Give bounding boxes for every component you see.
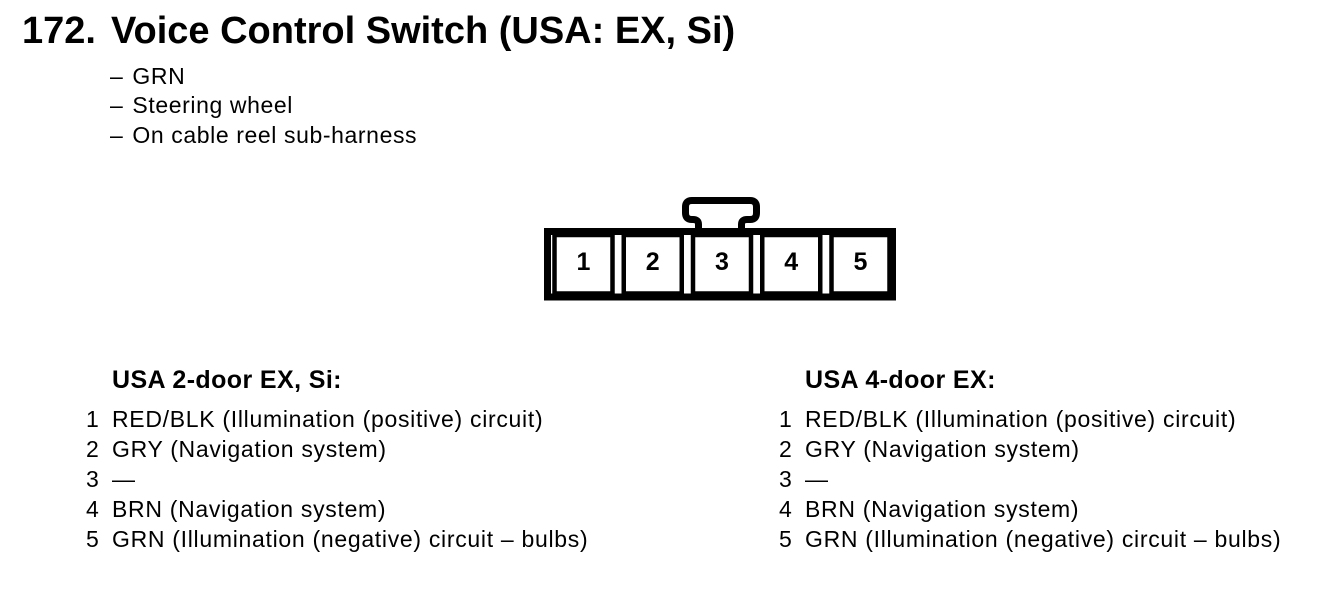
note-text: Steering wheel (132, 92, 293, 119)
note-text: GRN (132, 63, 186, 89)
pin-description: RED/BLK (Illumination (positive) circuit… (805, 406, 1237, 432)
pin-number: 4 (779, 496, 793, 522)
pin-table-usa-2door: USA 2-door EX, Si: 1 RED/BLK (Illuminati… (86, 366, 706, 554)
pin-row: 2 GRY (Navigation system) (779, 434, 1328, 464)
pin-number: 1 (86, 406, 100, 432)
page-number: 172. (22, 10, 96, 52)
pin-row: 1 RED/BLK (Illumination (positive) circu… (779, 404, 1328, 434)
page-title: Voice Control Switch (USA: EX, Si) (110, 10, 736, 52)
connector-cavity-number: 5 (854, 248, 868, 276)
pin-description: GRN (Illumination (negative) circuit – b… (805, 526, 1282, 552)
pin-table-heading: USA 2-door EX, Si: (112, 366, 342, 394)
connector-cavity-3 (690, 232, 754, 296)
pin-row: 3 — (779, 464, 1328, 494)
connector-cavity-5 (829, 232, 892, 296)
note-dash: – (110, 63, 124, 89)
pin-rows: 1 RED/BLK (Illumination (positive) circu… (86, 404, 706, 554)
pin-row: 4 BRN (Navigation system) (86, 494, 706, 524)
pin-number: 4 (86, 496, 100, 522)
pin-description: GRY (Navigation system) (112, 436, 387, 462)
connector-cavity-number: 4 (784, 248, 798, 276)
note-text: On cable reel sub-harness (132, 121, 418, 148)
note-line: – On cable reel sub-harness (110, 121, 417, 150)
pin-description: RED/BLK (Illumination (positive) circuit… (112, 406, 544, 432)
pin-row: 5 GRN (Illumination (negative) circuit –… (779, 524, 1328, 554)
pin-number: 2 (779, 436, 793, 462)
pin-description: BRN (Navigation system) (805, 496, 1080, 522)
pin-row: 3 — (86, 464, 706, 494)
pin-description: BRN (Navigation system) (112, 496, 387, 522)
connector-cavity-number: 1 (577, 248, 591, 276)
note-dash: – (110, 92, 124, 119)
pin-table-usa-4door: USA 4-door EX: 1 RED/BLK (Illumination (… (779, 366, 1328, 554)
pin-number: 5 (86, 526, 100, 552)
notes-list: – GRN – Steering wheel – On cable reel s… (110, 62, 417, 150)
connector-cavity-number: 3 (715, 248, 729, 276)
pin-description: — (805, 466, 829, 492)
pin-row: 2 GRY (Navigation system) (86, 434, 706, 464)
pin-row: 1 RED/BLK (Illumination (positive) circu… (86, 404, 706, 434)
note-dash: – (110, 121, 124, 148)
pin-row: 5 GRN (Illumination (negative) circuit –… (86, 524, 706, 554)
connector-cavity-2 (621, 232, 684, 296)
pin-number: 3 (779, 466, 793, 492)
pin-rows: 1 RED/BLK (Illumination (positive) circu… (779, 404, 1328, 554)
note-line: – Steering wheel (110, 91, 417, 120)
pin-table-heading: USA 4-door EX: (805, 366, 996, 394)
pin-number: 1 (779, 406, 793, 432)
connector-cavities: 1 2 3 4 5 (552, 232, 892, 296)
pin-description: GRN (Illumination (negative) circuit – b… (112, 526, 589, 552)
pin-row: 4 BRN (Navigation system) (779, 494, 1328, 524)
pin-number: 3 (86, 466, 100, 492)
connector-cavity-number: 2 (646, 248, 660, 276)
connector-diagram: 1 2 3 4 5 (544, 197, 896, 301)
connector-cavity-1 (552, 232, 615, 296)
pin-number: 2 (86, 436, 100, 462)
connector-cavity-4 (760, 232, 823, 296)
pin-description: GRY (Navigation system) (805, 436, 1080, 462)
pin-description: — (112, 466, 136, 492)
connector-body (544, 228, 896, 301)
page-title-row: 172. Voice Control Switch (USA: EX, Si) (22, 9, 735, 53)
pin-number: 5 (779, 526, 793, 552)
note-line: – GRN (110, 62, 417, 91)
connector-lock-tab (682, 197, 760, 230)
